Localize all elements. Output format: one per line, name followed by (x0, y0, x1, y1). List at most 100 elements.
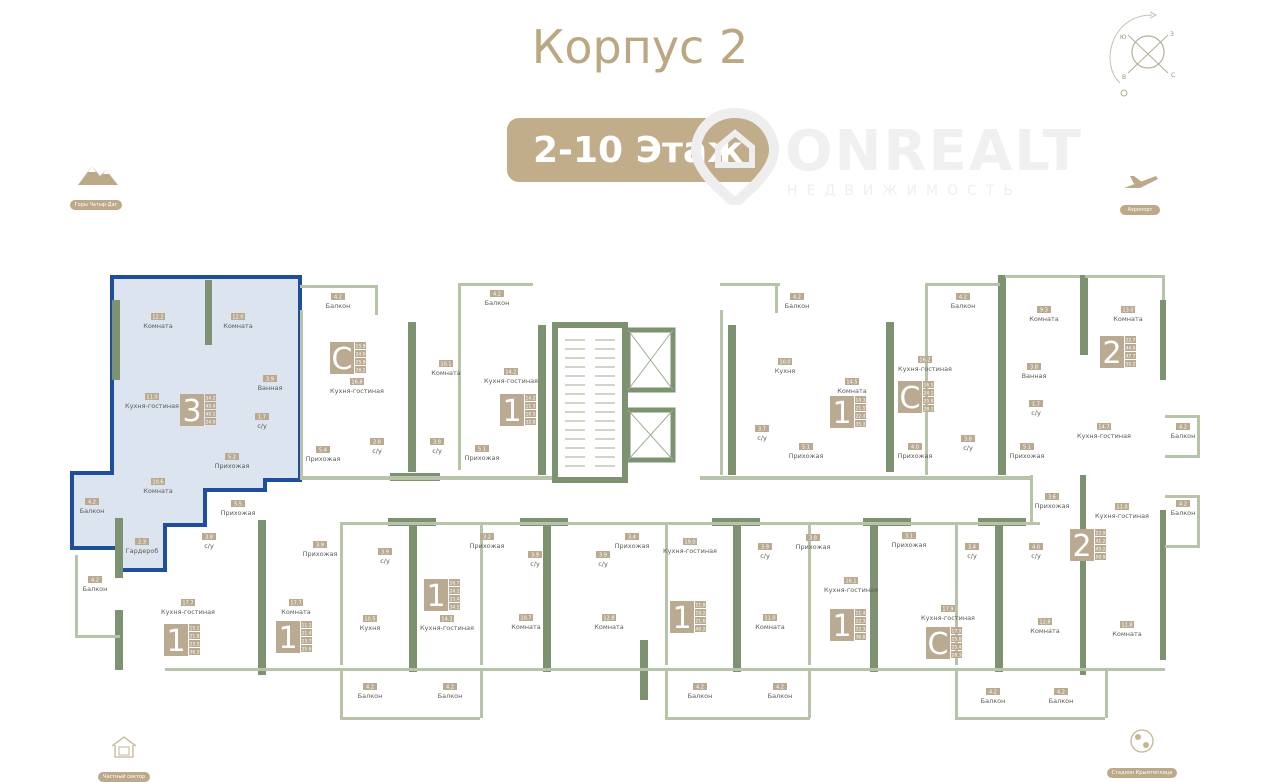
room-area: 3.9 (599, 552, 607, 558)
apartment-stat-box (189, 640, 200, 647)
wall (1005, 275, 1080, 278)
wall (75, 555, 78, 635)
apartment-stat: 40.2 (695, 627, 705, 633)
wall (1162, 275, 1165, 300)
compass-icon: Ю В З С (1109, 11, 1175, 97)
room-label: 2.8с/у (370, 438, 384, 455)
room-area-badge (363, 683, 377, 690)
apartment-stat: 25.8 (951, 637, 961, 643)
apartment-type: 1 (502, 394, 521, 429)
apartment-stat-box (695, 601, 706, 608)
watermark-subtitle: НЕДВИЖИМОСТЬ (787, 183, 1022, 199)
apartment-stat-box (951, 651, 962, 658)
room-name: с/у (598, 560, 608, 568)
room-name: Кухня-гостиная (161, 608, 215, 616)
room-area: 11.0 (764, 615, 775, 621)
room-area: 4.2 (959, 294, 967, 300)
room-area: 2.8 (373, 439, 381, 445)
apartment-stat-box (1125, 352, 1136, 359)
wall (700, 476, 1030, 480)
wall (375, 285, 378, 315)
apartment-stat: 33.4 (449, 597, 459, 603)
room-name: Кухня-гостиная (125, 402, 179, 410)
room-name: Кухня (775, 367, 796, 375)
room-area: 3.9 (531, 552, 539, 558)
apartment-type: 1 (832, 609, 851, 644)
room-name: Балкон (485, 299, 510, 307)
apartment-stat: 22.3 (855, 619, 865, 625)
room-area: 16.8 (351, 379, 362, 385)
apartment-stat: 14.2 (525, 396, 535, 402)
wall (665, 717, 810, 720)
room-name: Кухня (360, 624, 381, 632)
room-label: 1.7с/у (255, 413, 269, 430)
room-area: 1.7 (1032, 401, 1040, 407)
room-area: 3.8 (205, 534, 213, 540)
floor-badge: 2-10 Этаж (507, 118, 769, 182)
apartment-stat-box (855, 396, 866, 403)
apartment-stat: 14.3 (855, 398, 865, 404)
room-area: 11.0 (146, 394, 157, 400)
room-area: 3.7 (758, 426, 766, 432)
room-area: 3.9 (316, 542, 324, 548)
apartment-type: 1 (832, 396, 851, 431)
room-area-badge (602, 614, 616, 621)
room-label: 3.9с/у (528, 551, 542, 568)
apartment-stat: 36.3 (189, 650, 199, 656)
room-area-badge (181, 599, 195, 606)
apartment-type: 2 (1102, 336, 1121, 371)
apartment-stat-box (951, 635, 962, 642)
apartment-stat-box (205, 402, 216, 409)
room-area-badge (1097, 423, 1111, 430)
apartment-type-box (898, 381, 922, 413)
room-area-badge (961, 435, 975, 442)
elevator (625, 407, 676, 463)
apartment-stat-box (205, 418, 216, 425)
room-name: Прихожая (892, 541, 927, 549)
wall (300, 285, 375, 288)
room-label: 3.4с/у (965, 543, 979, 560)
compass-label: В (1122, 74, 1126, 81)
room-name: Комната (143, 322, 173, 330)
room-area-badge (773, 683, 787, 690)
apartment-stat-box (525, 418, 536, 425)
apartment-stat: 47.7 (1125, 354, 1135, 360)
wall (458, 283, 533, 286)
apartment-stat: 45.2 (1095, 547, 1105, 553)
wall (955, 525, 958, 665)
room-area-badge (908, 443, 922, 450)
room-area: 4.0 (1032, 544, 1040, 550)
room-area: 12.2 (152, 314, 163, 320)
wall (955, 717, 1105, 720)
apartment-type-box (1100, 336, 1124, 368)
apartment-stat-box (525, 410, 536, 417)
room-name: Комната (143, 487, 173, 495)
apartment-stat: 23.7 (301, 639, 311, 645)
apartment-type-box (164, 624, 188, 656)
room-name: с/у (757, 434, 767, 442)
apartment-type: C (332, 342, 353, 377)
apartment-stat: 23.5 (189, 642, 199, 648)
wall (458, 310, 461, 470)
room-name: Балкон (326, 302, 351, 310)
staircase (552, 322, 628, 483)
apartment-stat-box (695, 617, 706, 624)
